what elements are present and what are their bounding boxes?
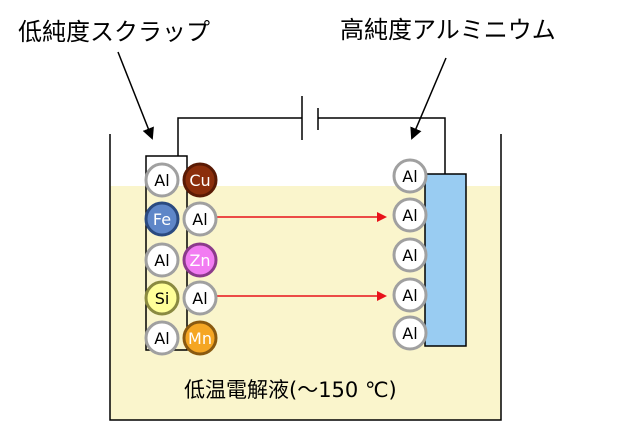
anode-particle-si: Si	[144, 280, 180, 316]
anode-particle-mn: Mn	[182, 320, 218, 356]
anode-particle-al-circle	[182, 280, 218, 316]
electrolyte-label: 低温電解液(～150 ℃)	[184, 378, 397, 402]
anode-particle-cu-symbol: Cu	[189, 171, 210, 190]
anode-particle-al: Al	[144, 162, 180, 198]
anode-particle-zn-circle	[182, 242, 218, 278]
cathode-particle-al: Al	[392, 277, 428, 313]
cathode-particle-al-circle	[392, 237, 428, 273]
anode-particle-zn: Zn	[182, 242, 218, 278]
cathode-particle-al: Al	[392, 315, 428, 351]
cathode-particle-al-circle	[392, 277, 428, 313]
anode-particle-al-symbol: Al	[154, 329, 169, 348]
product-label: 高純度アルミニウム	[340, 16, 556, 44]
anode-particle-al: Al	[144, 242, 180, 278]
pointer-arrow-product	[410, 57, 447, 140]
cathode-particle-al-symbol: Al	[402, 206, 417, 225]
anode-particle-al: Al	[144, 320, 180, 356]
anode-particle-al-circle	[182, 201, 218, 237]
anode-particle-al-circle	[144, 162, 180, 198]
wire-left	[177, 117, 302, 156]
wire-right	[318, 117, 446, 174]
anode-particle-al-symbol: Al	[154, 171, 169, 190]
cathode-plate	[424, 173, 467, 347]
pointer-arrow-scrap	[117, 51, 154, 140]
anode-particle-fe: Fe	[144, 201, 180, 237]
anode-particle-al: Al	[182, 280, 218, 316]
cathode-particle-al: Al	[392, 197, 428, 233]
anode-particle-mn-symbol: Mn	[188, 329, 212, 348]
cathode-particle-al-symbol: Al	[402, 246, 417, 265]
anode-particle-si-symbol: Si	[155, 289, 170, 308]
cathode-particle-al: Al	[392, 237, 428, 273]
cathode-particle-al-circle	[392, 197, 428, 233]
anode-particle-cu-circle	[182, 162, 218, 198]
cathode-particle-al-circle	[392, 158, 428, 194]
anode-particle-al-circle	[144, 320, 180, 356]
cathode-particle-al-symbol: Al	[402, 286, 417, 305]
anode-particle-al-symbol: Al	[192, 210, 207, 229]
anode-particle-al: Al	[182, 201, 218, 237]
scrap-label: 低純度スクラップ	[18, 18, 210, 46]
cathode-particle-al-symbol: Al	[402, 167, 417, 186]
cathode-particle-al-circle	[392, 315, 428, 351]
tank	[109, 134, 502, 421]
anode-particle-fe-circle	[144, 201, 180, 237]
anode-particle-fe-symbol: Fe	[153, 210, 171, 229]
anode-particle-cu: Cu	[182, 162, 218, 198]
anode-particle-mn-circle	[182, 320, 218, 356]
anode-particle-si-circle	[144, 280, 180, 316]
anode-particle-al-symbol: Al	[192, 289, 207, 308]
anode-particle-al-symbol: Al	[154, 251, 169, 270]
cathode-particle-al: Al	[392, 158, 428, 194]
anode-particle-al-circle	[144, 242, 180, 278]
cathode-particle-al-symbol: Al	[402, 324, 417, 343]
anode-particle-zn-symbol: Zn	[189, 251, 210, 270]
